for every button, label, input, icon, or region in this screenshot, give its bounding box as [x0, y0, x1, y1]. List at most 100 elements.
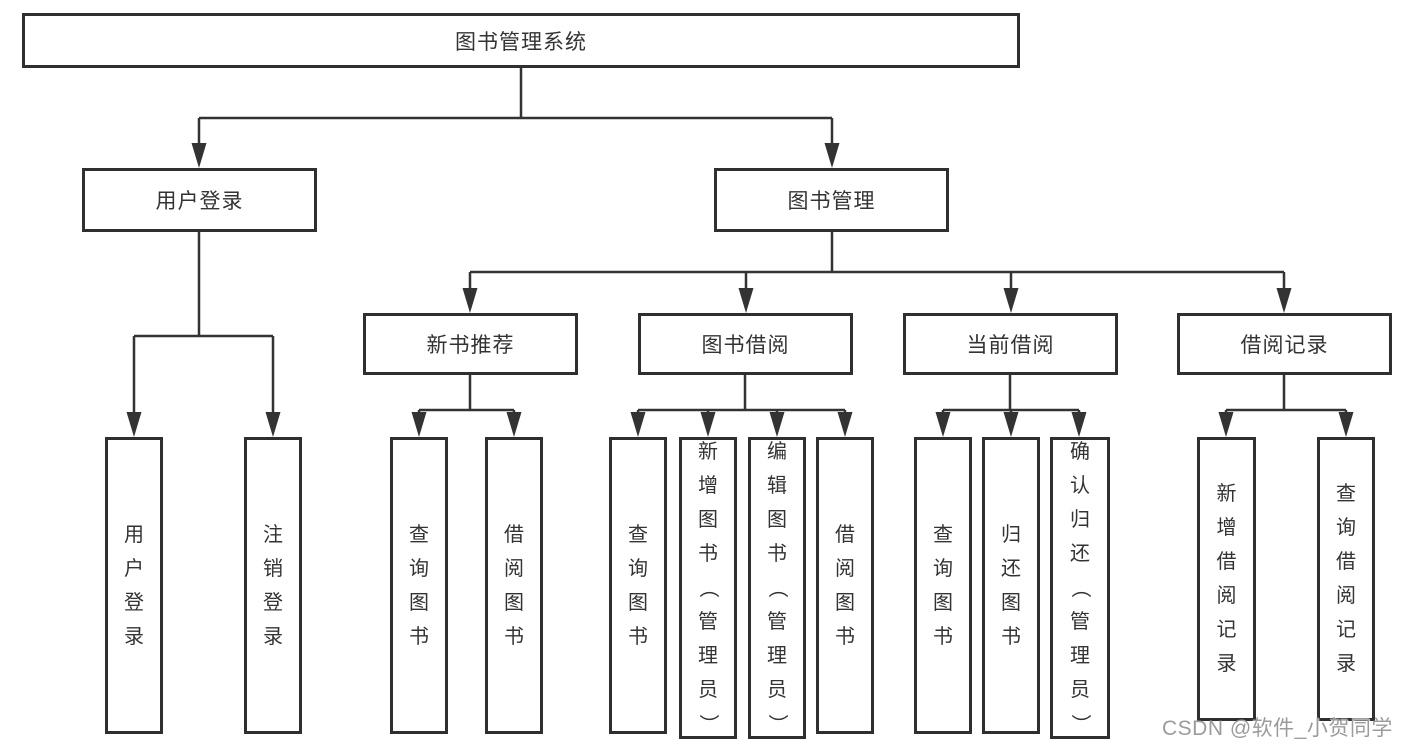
- vertical-glyph: 编: [767, 441, 787, 463]
- vertical-glyph: 户: [124, 557, 144, 580]
- vertical-glyph: （: [1069, 578, 1091, 598]
- leaf-add-borrow-record: 新增借阅记录: [1197, 437, 1256, 721]
- connector-new-book-recommend-children: [417, 375, 516, 418]
- vertical-glyph: 注: [263, 523, 283, 546]
- vertical-glyph: 查: [628, 523, 648, 546]
- vertical-glyph: 借: [835, 523, 855, 546]
- vertical-glyph: 询: [409, 557, 429, 580]
- vertical-glyph: 书: [409, 625, 429, 648]
- node-root: 图书管理系统: [22, 13, 1020, 68]
- vertical-glyph: ）: [766, 714, 788, 734]
- vertical-glyph: 图: [409, 591, 429, 614]
- node-borrow-records: 借阅记录: [1177, 313, 1392, 375]
- vertical-glyph: 书: [933, 625, 953, 648]
- leaf-query-borrow-record: 查询借阅记录: [1317, 437, 1375, 721]
- connector-book-borrow-children: [636, 375, 847, 418]
- connector-root-to-level2: [197, 68, 834, 148]
- vertical-glyph: 图: [628, 591, 648, 614]
- vertical-glyph: 新: [698, 441, 718, 463]
- vertical-glyph: 书: [835, 625, 855, 648]
- vertical-glyph: 还: [1070, 543, 1090, 565]
- vertical-glyph: 用: [124, 523, 144, 546]
- vertical-glyph: 员: [767, 679, 787, 701]
- vertical-glyph: 理: [698, 645, 718, 667]
- connector-book-management-children: [468, 232, 1286, 294]
- arrowheads-leaves: [126, 412, 1354, 437]
- vertical-glyph: 员: [1070, 679, 1090, 701]
- leaf-add-book-admin: 新增图书 （ 管理员 ）: [679, 437, 737, 739]
- vertical-glyph: 管: [767, 611, 787, 633]
- vertical-glyph: 员: [698, 679, 718, 701]
- vertical-glyph: 还: [1001, 557, 1021, 580]
- leaf-user-login: 用户登录: [105, 437, 163, 734]
- vertical-glyph: 图: [767, 509, 787, 531]
- vertical-glyph: 录: [263, 625, 283, 648]
- leaf-logout: 注销登录: [244, 437, 302, 734]
- vertical-glyph: 阅: [835, 557, 855, 580]
- vertical-glyph: 查: [933, 523, 953, 546]
- vertical-glyph: ）: [697, 714, 719, 734]
- vertical-glyph: 借: [1336, 551, 1356, 573]
- vertical-glyph: 归: [1070, 509, 1090, 531]
- vertical-glyph: 查: [1336, 483, 1356, 505]
- vertical-glyph: 图: [835, 591, 855, 614]
- node-book-borrow: 图书借阅: [638, 313, 853, 375]
- connector-borrow-records-children: [1224, 375, 1348, 418]
- vertical-glyph: 书: [628, 625, 648, 648]
- vertical-glyph: 借: [1216, 551, 1237, 573]
- vertical-glyph: 登: [263, 591, 283, 614]
- vertical-glyph: 借: [504, 523, 524, 546]
- vertical-glyph: 书: [1001, 625, 1021, 648]
- vertical-glyph: 图: [698, 509, 718, 531]
- vertical-glyph: 理: [767, 645, 787, 667]
- vertical-glyph: 图: [504, 591, 524, 614]
- vertical-glyph: （: [766, 578, 788, 598]
- vertical-glyph: 理: [1070, 645, 1090, 667]
- leaf-return-book: 归还图书: [982, 437, 1040, 734]
- vertical-glyph: 确: [1070, 441, 1090, 463]
- vertical-glyph: 记: [1336, 619, 1356, 641]
- leaf-query-books-borrow: 查询图书: [609, 437, 667, 734]
- vertical-glyph: 书: [698, 543, 718, 565]
- node-user-login: 用户登录: [82, 168, 317, 232]
- node-new-book-recommend: 新书推荐: [363, 313, 578, 375]
- node-book-management: 图书管理: [714, 168, 949, 232]
- leaf-confirm-return-admin: 确认归还（管理员）: [1050, 437, 1110, 739]
- vertical-glyph: 登: [124, 591, 144, 614]
- connector-current-borrow-children: [941, 375, 1081, 418]
- leaf-borrow-books: 借阅图书: [816, 437, 874, 734]
- vertical-glyph: 阅: [504, 557, 524, 580]
- vertical-glyph: 销: [263, 557, 283, 580]
- vertical-glyph: 询: [933, 557, 953, 580]
- arrowheads-level2: [191, 143, 840, 168]
- vertical-glyph: 书: [504, 625, 524, 648]
- leaf-borrow-books-recommend: 借阅图书: [485, 437, 543, 734]
- vertical-glyph: 查: [409, 523, 429, 546]
- connector-user-login-children: [132, 232, 275, 418]
- vertical-glyph: 询: [1336, 517, 1356, 539]
- vertical-glyph: （: [697, 578, 719, 598]
- csdn-watermark: CSDN @软件_小贺同学: [1162, 717, 1393, 740]
- vertical-glyph: 增: [1216, 517, 1237, 539]
- leaf-query-books-recommend: 查询图书: [390, 437, 448, 734]
- vertical-glyph: 书: [767, 543, 787, 565]
- vertical-glyph: 图: [933, 591, 953, 614]
- vertical-glyph: 管: [698, 611, 718, 633]
- vertical-glyph: 询: [628, 557, 648, 580]
- vertical-glyph: 增: [698, 475, 718, 497]
- leaf-edit-book-admin: 编辑图书（管理员）: [748, 437, 806, 739]
- arrowheads-level3: [462, 288, 1292, 313]
- vertical-glyph: 录: [124, 625, 144, 648]
- vertical-glyph: 记: [1216, 619, 1237, 641]
- leaf-query-books-current: 查询图书: [914, 437, 972, 734]
- vertical-glyph: 录: [1216, 653, 1237, 675]
- vertical-glyph: 阅: [1336, 585, 1356, 607]
- vertical-glyph: ）: [1069, 714, 1091, 734]
- vertical-glyph: 录: [1336, 653, 1356, 675]
- vertical-glyph: 认: [1070, 475, 1090, 497]
- vertical-glyph: 图: [1001, 591, 1021, 614]
- vertical-glyph: 阅: [1216, 585, 1237, 607]
- vertical-glyph: 新: [1216, 483, 1237, 505]
